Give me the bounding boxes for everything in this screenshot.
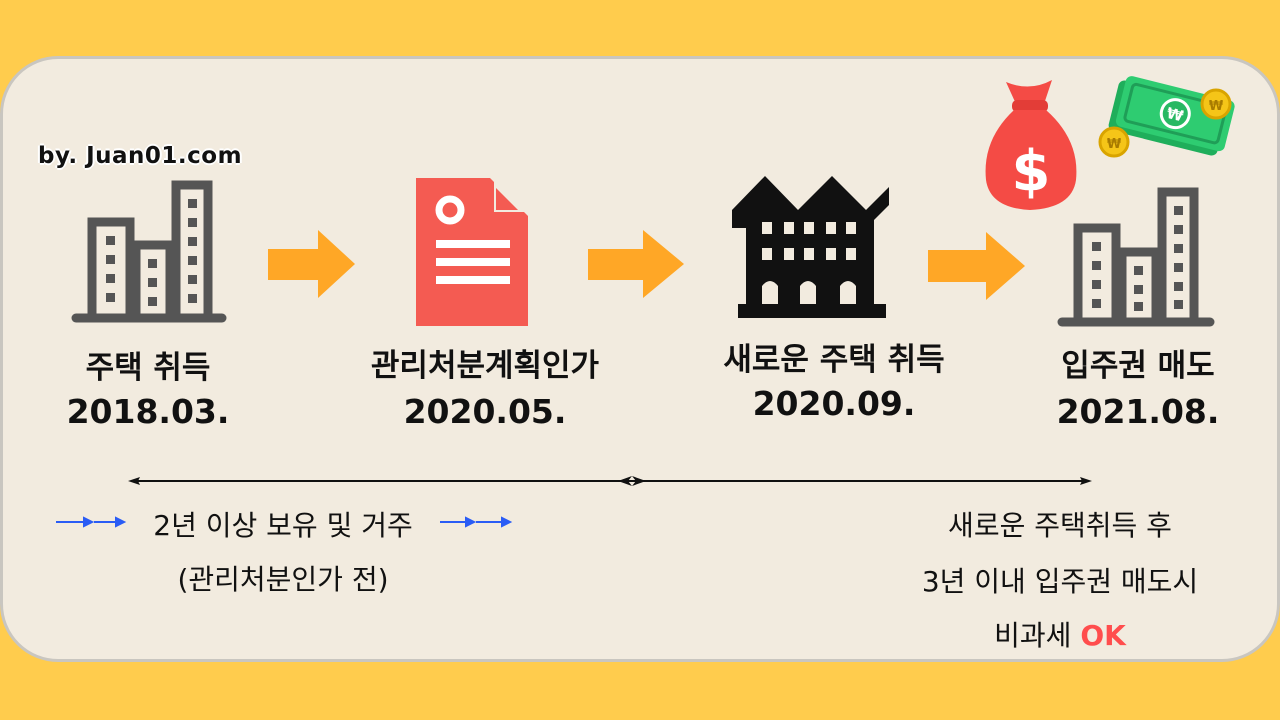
arrow-1-icon bbox=[268, 230, 355, 298]
timeline-line bbox=[128, 476, 1092, 486]
money-bag-icon: $ bbox=[985, 80, 1077, 210]
step-2-title: 관리처분계획인가 bbox=[370, 348, 600, 384]
step-1-date: 2018.03. bbox=[66, 392, 230, 431]
sale-condition-line-3: 비과세 OK bbox=[994, 614, 1126, 654]
svg-text:₩: ₩ bbox=[1165, 104, 1186, 126]
step-3-title: 새로운 주택 취득 bbox=[723, 342, 945, 378]
arrow-2-icon bbox=[588, 230, 684, 298]
house-block-icon bbox=[732, 176, 889, 318]
step-4-date: 2021.08. bbox=[1056, 392, 1220, 431]
apartment-windows-2 bbox=[1092, 206, 1183, 311]
sale-condition-line-2: 3년 이내 입주권 매도시 bbox=[921, 565, 1199, 598]
document-icon bbox=[416, 178, 528, 326]
blue-arrows bbox=[56, 516, 513, 528]
step-arrows bbox=[268, 230, 1025, 300]
apartment-windows bbox=[106, 199, 197, 306]
step-3-date: 2020.09. bbox=[752, 384, 916, 423]
sale-condition-line-1: 새로운 주택취득 후 bbox=[948, 509, 1172, 542]
tax-exempt-label: 비과세 bbox=[994, 619, 1081, 652]
step-4-title: 입주권 매도 bbox=[1061, 348, 1215, 384]
ok-highlight: OK bbox=[1080, 619, 1126, 652]
svg-text:₩: ₩ bbox=[1107, 137, 1122, 152]
apartment-building-icon-2 bbox=[1057, 187, 1215, 327]
cash-icon: ₩ ₩ ₩ bbox=[1098, 76, 1235, 158]
step-2-date: 2020.05. bbox=[403, 392, 567, 431]
arrow-3-icon bbox=[928, 232, 1025, 300]
holding-requirement-subnote: (관리처분인가 전) bbox=[177, 563, 389, 596]
apartment-building-icon bbox=[71, 180, 227, 323]
step-1-title: 주택 취득 bbox=[85, 350, 211, 386]
svg-text:$: $ bbox=[1012, 139, 1051, 204]
holding-requirement-note: 2년 이상 보유 및 거주 bbox=[153, 509, 413, 542]
svg-text:₩: ₩ bbox=[1209, 99, 1224, 114]
credit-text: by. Juan01.com bbox=[38, 143, 243, 169]
